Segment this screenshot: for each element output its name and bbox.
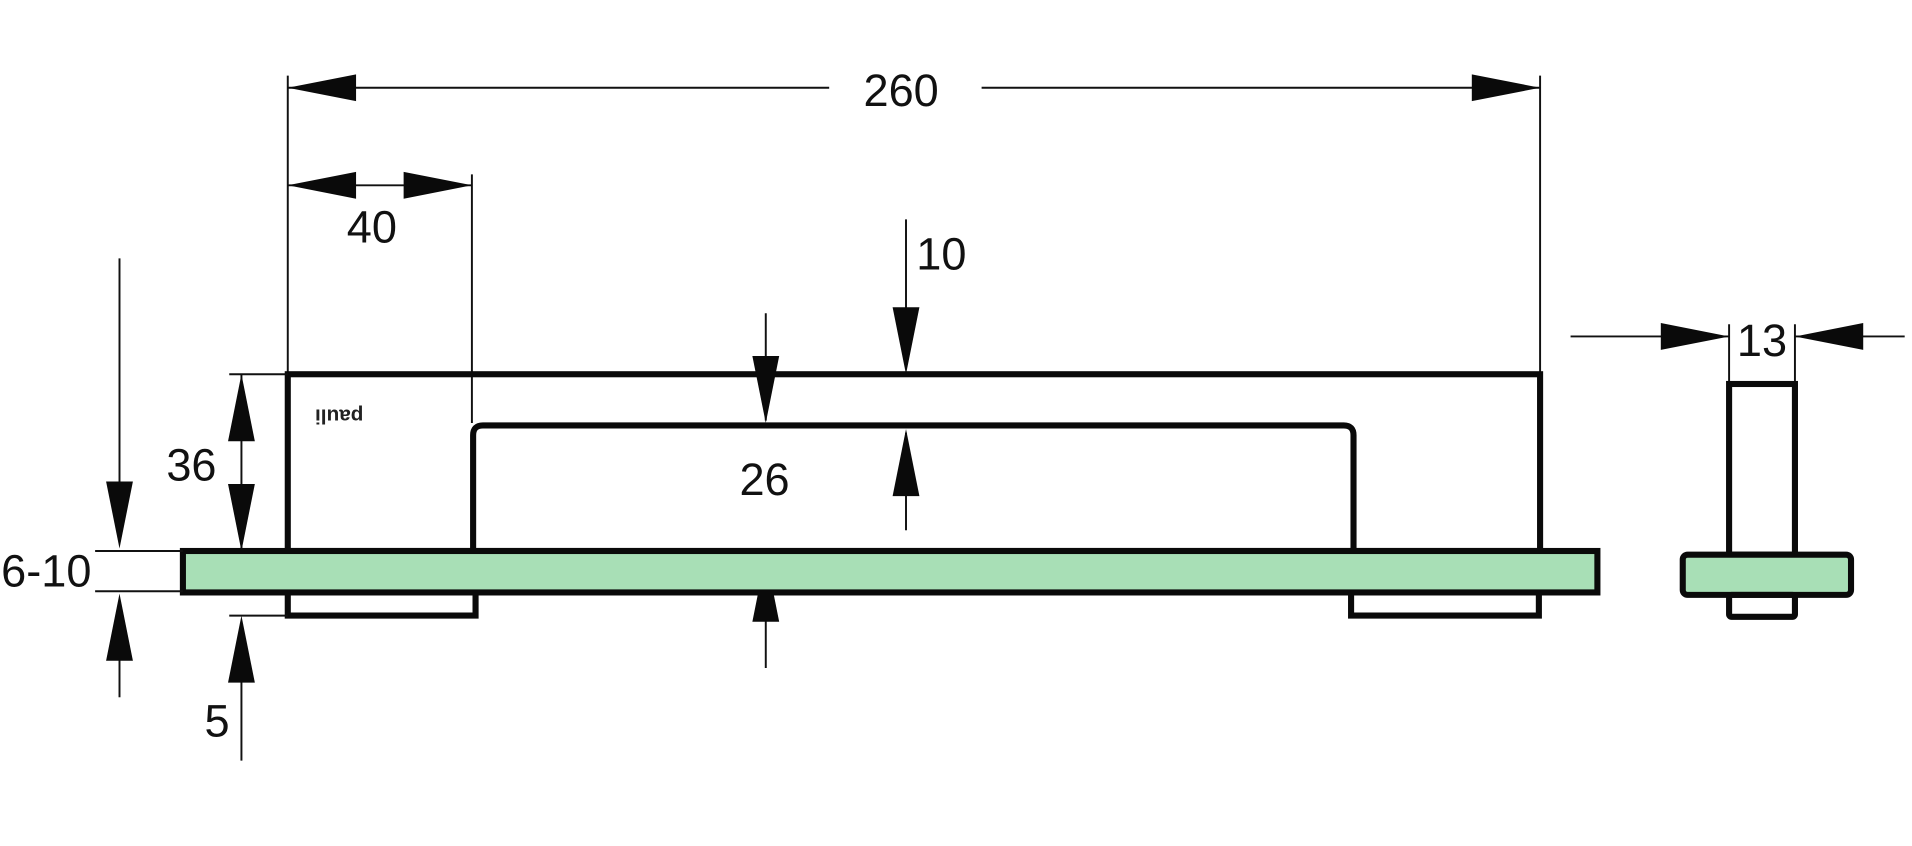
side-view: 13	[1570, 315, 1905, 620]
dimension-label-26: 26	[739, 454, 789, 505]
arrowhead	[106, 481, 133, 549]
glass-panel	[179, 547, 1601, 596]
dimension-end-length: 40	[287, 171, 473, 423]
dimension-overall-length: 260	[286, 65, 1542, 375]
dimension-top-thickness: 10	[892, 219, 966, 375]
dimension-grip-height: 26	[739, 313, 920, 669]
arrowhead	[287, 74, 357, 102]
dimension-label-13: 13	[1737, 315, 1787, 366]
dimension-label-10: 10	[916, 228, 966, 279]
arrowhead	[287, 171, 357, 199]
arrowhead	[228, 374, 255, 442]
arrowhead	[892, 429, 920, 497]
dimension-label-6-10: 6-10	[1, 545, 91, 596]
arrowhead	[1794, 323, 1864, 350]
dimension-label-40: 40	[347, 202, 397, 253]
arrowhead	[228, 483, 255, 551]
arrowhead	[1471, 74, 1541, 102]
handle-body: pauli	[284, 371, 1544, 555]
dimension-panel-thickness: 6-10	[1, 258, 183, 698]
dimension-label-260: 260	[863, 65, 938, 116]
arrowhead	[403, 171, 472, 199]
arrowhead	[106, 593, 133, 661]
arrowhead	[752, 355, 780, 423]
dimension-base-offset: 5	[205, 614, 288, 761]
right-base-foot	[1348, 592, 1542, 619]
dimension-label-5: 5	[205, 695, 230, 746]
dimension-height: 36	[166, 373, 288, 551]
arrowhead	[228, 615, 255, 683]
arrowhead	[892, 307, 920, 375]
dimension-label-36: 36	[166, 439, 216, 490]
side-view-panel	[1679, 551, 1855, 598]
arrowhead	[1660, 323, 1730, 350]
left-base-foot	[284, 592, 479, 619]
pauli-logo: pauli	[315, 405, 363, 428]
